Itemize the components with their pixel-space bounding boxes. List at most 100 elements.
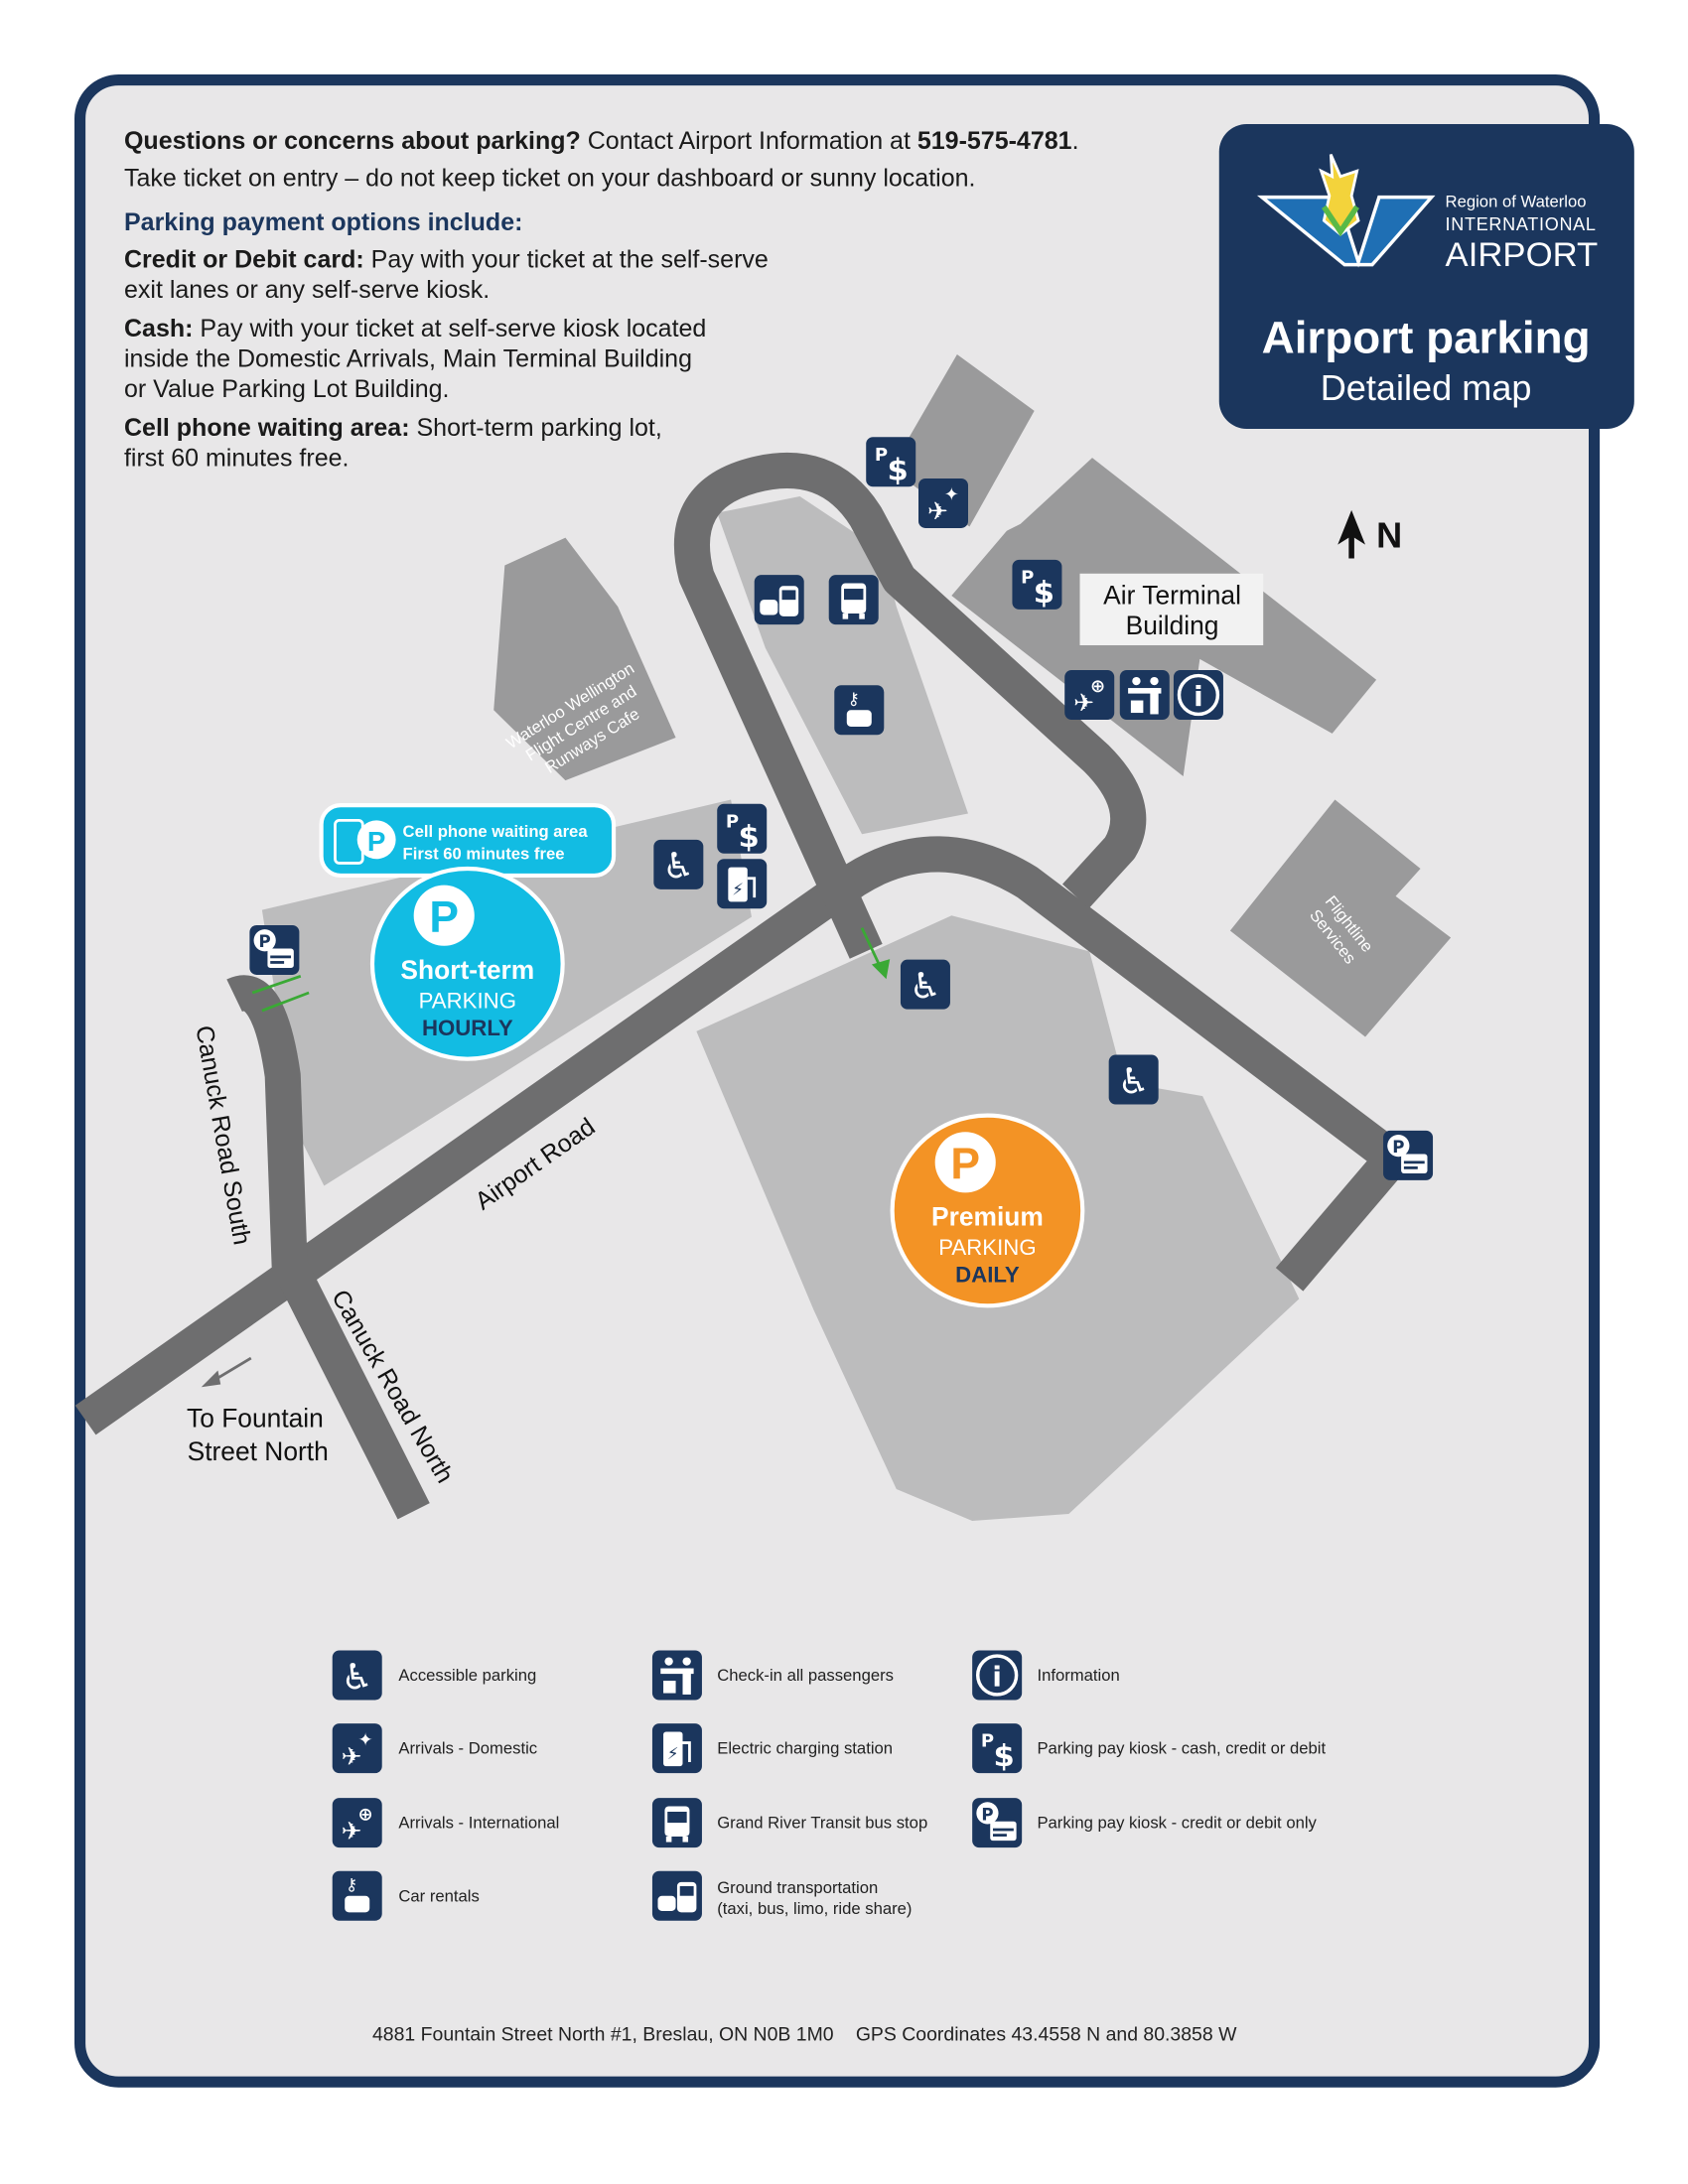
car-rental-icon — [332, 1870, 382, 1921]
pay-kiosk-cash-icon[interactable] — [1012, 559, 1062, 611]
svg-text:Information: Information — [1037, 1666, 1119, 1685]
short-term-label: Short-term — [400, 955, 534, 985]
header-box: Region of Waterloo INTERNATIONAL AIRPORT… — [1218, 124, 1634, 429]
svg-text:Car rentals: Car rentals — [398, 1886, 479, 1905]
airport-road — [74, 836, 1411, 1435]
logo-region: Region of Waterloo — [1446, 192, 1587, 210]
svg-text:(taxi, bus, limo, ride share): (taxi, bus, limo, ride share) — [717, 1899, 912, 1918]
pay-kiosk-card-icon[interactable] — [1383, 1130, 1434, 1180]
accessible-icon — [332, 1650, 382, 1701]
airport-logo — [1256, 153, 1436, 268]
information-icon — [970, 1648, 1024, 1703]
cell-text-2: first 60 minutes free. — [124, 444, 349, 472]
svg-text:Ground transportation: Ground transportation — [717, 1878, 878, 1897]
svg-text:Credit or Debit card: Pay with: Credit or Debit card: Pay with your tick… — [124, 245, 769, 273]
entry-exit-arrows — [251, 927, 891, 1013]
cash-text-2: inside the Domestic Arrivals, Main Termi… — [124, 344, 692, 372]
credit-text-2: exit lanes or any self-serve kiosk. — [124, 276, 490, 304]
cell-badge-subtitle: First 60 minutes free — [403, 844, 565, 863]
terminal-label: Air Terminal — [1103, 580, 1241, 610]
premium-rate-label: DAILY — [955, 1263, 1020, 1288]
arrivals-international-icon[interactable] — [1064, 670, 1115, 720]
car-rental-icon[interactable] — [834, 685, 885, 736]
credit-heading: Credit or Debit card: — [124, 245, 364, 273]
short-term-parking-label: PARKING — [419, 988, 516, 1013]
accessible-parking-icon[interactable] — [1108, 1054, 1159, 1105]
arrivals-international-icon — [332, 1798, 382, 1848]
arrivals-domestic-icon — [332, 1723, 382, 1774]
legend-item: Information — [970, 1648, 1120, 1703]
cell-badge-title: Cell phone waiting area — [403, 822, 589, 841]
short-term-parking-badge[interactable]: P Short-term PARKING HOURLY — [369, 866, 565, 1061]
information-icon[interactable] — [1172, 668, 1225, 722]
svg-text:Parking pay kiosk - cash, cred: Parking pay kiosk - cash, credit or debi… — [1037, 1739, 1326, 1758]
check-in-icon[interactable] — [1119, 670, 1170, 720]
legend-item: Car rentals — [332, 1870, 480, 1921]
short-term-p-icon: P — [429, 893, 459, 942]
check-in-icon — [651, 1650, 702, 1701]
legend-item: Electric charging station — [650, 1721, 893, 1775]
legend-item: Accessible parking — [332, 1650, 536, 1701]
flight-centre-building — [493, 537, 676, 781]
to-fountain-label: To Fountain — [187, 1404, 324, 1433]
pay-kiosk-card-icon[interactable] — [249, 924, 300, 975]
flightline-services-building — [1229, 799, 1452, 1037]
svg-text:Accessible parking: Accessible parking — [398, 1666, 536, 1685]
ground-transport-icon — [651, 1870, 702, 1921]
arrivals-domestic-icon[interactable] — [918, 478, 968, 528]
pay-kiosk-cash-icon — [972, 1723, 1023, 1775]
svg-text:Parking pay kiosk - credit or: Parking pay kiosk - credit or debit only — [1037, 1814, 1317, 1833]
parking-p-icon — [356, 820, 396, 860]
svg-text:Arrivals - International: Arrivals - International — [398, 1814, 559, 1833]
credit-text: Pay with your ticket at the self-serve — [364, 245, 769, 273]
svg-text:Cash: Pay with your ticket at: Cash: Pay with your ticket at self-serve… — [124, 315, 706, 342]
premium-label: Premium — [931, 1202, 1044, 1232]
ev-charging-icon[interactable] — [715, 857, 769, 910]
cell-phone-waiting-badge[interactable]: P Cell phone waiting area First 60 minut… — [319, 803, 617, 879]
legend: Accessible parking Arrivals - Domestic A… — [332, 1648, 1327, 1921]
svg-text:Arrivals - Domestic: Arrivals - Domestic — [398, 1739, 537, 1758]
svg-text:Cell phone waiting area: Short: Cell phone waiting area: Short-term park… — [124, 414, 662, 442]
svg-text:Electric charging station: Electric charging station — [717, 1739, 893, 1758]
cell-heading: Cell phone waiting area: — [124, 414, 410, 442]
svg-text:Grand River Transit bus stop: Grand River Transit bus stop — [717, 1814, 927, 1833]
bus-stop-icon[interactable] — [828, 575, 879, 625]
direction-arrowhead — [201, 1370, 221, 1388]
ground-transport-icon[interactable] — [754, 575, 804, 625]
bus-icon — [651, 1798, 702, 1848]
north-label: N — [1376, 514, 1402, 555]
north-arrow-icon — [1337, 509, 1365, 559]
cash-heading: Cash: — [124, 315, 193, 342]
terminal-label-box — [1079, 573, 1264, 645]
legend-item: Parking pay kiosk - credit or debit only — [972, 1798, 1318, 1848]
premium-parking-badge[interactable]: P Premium PARKING DAILY — [890, 1113, 1085, 1308]
canuck-road — [226, 975, 430, 1520]
phone-number[interactable]: 519-575-4781 — [917, 127, 1072, 155]
questions-end: . — [1072, 127, 1079, 155]
terminal-label-2: Building — [1126, 611, 1219, 640]
cash-text-3: or Value Parking Lot Building. — [124, 375, 450, 403]
to-fountain-label-2: Street North — [188, 1436, 329, 1466]
accessible-parking-icon[interactable] — [900, 959, 950, 1010]
svg-text:Check-in all passengers: Check-in all passengers — [717, 1666, 894, 1685]
logo-airport: AIRPORT — [1446, 236, 1599, 274]
logo-international: INTERNATIONAL — [1446, 214, 1597, 234]
info-text: Questions or concerns about parking? Con… — [124, 127, 1079, 472]
legend-item: Parking pay kiosk - cash, credit or debi… — [972, 1723, 1327, 1775]
legend-item: Ground transportation (taxi, bus, limo, r… — [651, 1870, 912, 1921]
pay-kiosk-cash-icon[interactable] — [717, 803, 768, 855]
questions-heading: Questions or concerns about parking? — [124, 127, 581, 155]
premium-parking-label: PARKING — [938, 1235, 1036, 1260]
page-subtitle: Detailed map — [1321, 367, 1532, 408]
legend-item: Arrivals - International — [332, 1798, 559, 1848]
footer-address: 4881 Fountain Street North #1, Breslau, … — [372, 2024, 1237, 2046]
cell-text: Short-term parking lot, — [410, 414, 662, 442]
accessible-parking-icon[interactable] — [653, 839, 704, 889]
pay-kiosk-card-icon — [972, 1798, 1023, 1848]
terminal-loop-road — [673, 452, 1147, 959]
ticket-notice: Take ticket on entry – do not keep ticke… — [124, 165, 975, 193]
pay-kiosk-cash-icon[interactable] — [866, 437, 916, 488]
legend-item: Grand River Transit bus stop — [651, 1798, 927, 1848]
legend-item: Check-in all passengers — [651, 1650, 894, 1701]
